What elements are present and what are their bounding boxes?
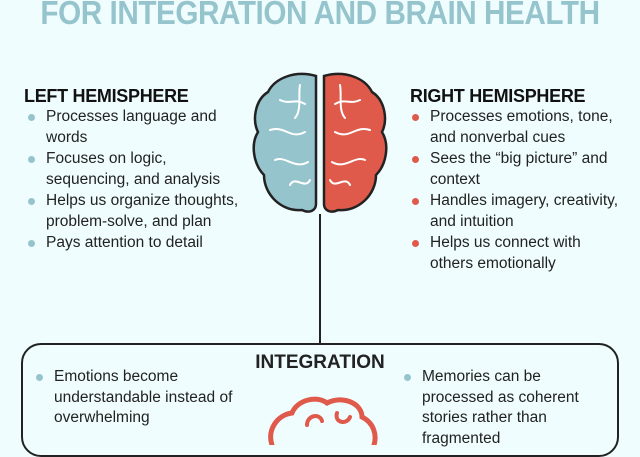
list-item: Focuses on logic, sequencing, and analys… [24,149,244,190]
list-item: Emotions become understandable instead o… [32,367,242,429]
right-hemisphere-list: Processes emotions, tone, and nonverbal … [408,107,623,275]
brain-hemispheres-icon [252,72,388,213]
left-hemisphere-list: Processes language and words Focuses on … [24,107,244,255]
left-hemisphere-heading: LEFT HEMISPHERE [24,86,189,106]
integration-heading: INTEGRATION [255,352,385,373]
list-item: Processes emotions, tone, and nonverbal … [408,107,623,148]
list-item: Memories can be processed as coherent st… [400,367,615,449]
list-item: Processes language and words [24,107,244,148]
list-item: Helps us organize thoughts, problem-solv… [24,191,244,232]
connector-line [319,214,321,344]
integration-left-list: Emotions become understandable instead o… [32,367,242,430]
right-hemisphere-heading: RIGHT HEMISPHERE [410,86,586,106]
page-title: FOR INTEGRATION AND BRAIN HEALTH [40,0,600,31]
integration-right-list: Memories can be processed as coherent st… [400,367,615,450]
list-item: Sees the “big picture” and context [408,149,623,190]
list-item: Helps us connect with others emotionally [408,233,623,274]
list-item: Handles imagery, creativity, and intuiti… [408,191,623,232]
integrated-brain-icon [268,396,378,445]
list-item: Pays attention to detail [24,233,244,254]
